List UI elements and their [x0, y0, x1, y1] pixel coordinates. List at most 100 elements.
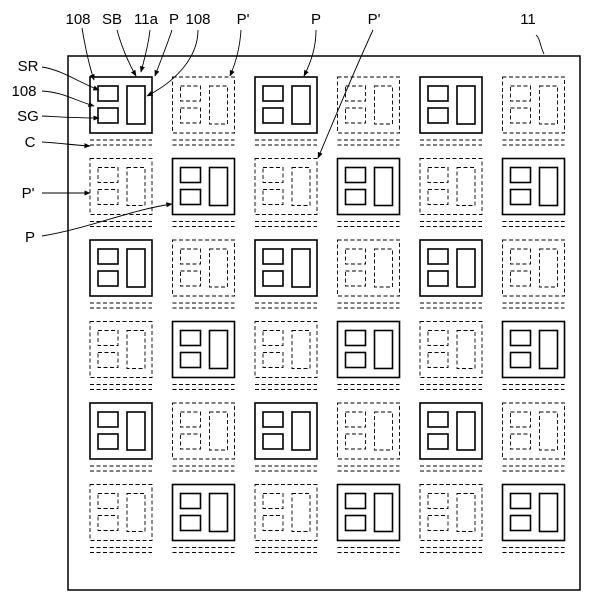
subpixel-sb: [540, 331, 558, 369]
subpixel-sg: [511, 516, 531, 531]
subpixel-sg: [428, 190, 448, 205]
pixel-p-prime: [173, 77, 235, 145]
subpixel-sg: [98, 190, 118, 205]
subpixel-sb: [540, 86, 558, 124]
pixel-p-prime: [503, 403, 565, 471]
pixel-p: [503, 485, 565, 553]
label-sr: SR: [18, 58, 39, 75]
label-108-top-left: 108: [65, 11, 90, 28]
subpixel-sb: [292, 331, 310, 369]
subpixel-sg: [263, 108, 283, 123]
subpixel-sg: [98, 271, 118, 286]
pixel-outline: [90, 322, 152, 378]
leader-p-prime-top-1: [230, 30, 241, 76]
subpixel-sg: [98, 434, 118, 449]
subpixel-sb: [292, 86, 310, 124]
subpixel-sg: [428, 434, 448, 449]
pixel-p-prime: [503, 240, 565, 308]
pixel-p-prime: [338, 77, 400, 145]
pixel-outline: [90, 485, 152, 541]
subpixel-sg: [428, 353, 448, 368]
subpixel-sr: [346, 412, 366, 427]
leader-sb: [117, 30, 136, 76]
subpixel-sb: [375, 168, 393, 206]
pixel-p: [420, 77, 482, 145]
subpixel-sg: [346, 516, 366, 531]
subpixel-sb: [375, 331, 393, 369]
subpixel-sb: [457, 249, 475, 287]
subpixel-sb: [210, 86, 228, 124]
pixel-p: [255, 403, 317, 471]
pixel-outline: [90, 159, 152, 215]
leader-p-top: [155, 30, 172, 76]
pixel-outline: [173, 77, 235, 133]
pixel-outline: [338, 240, 400, 296]
pixel-p-prime: [338, 240, 400, 308]
label-sb: SB: [102, 11, 122, 28]
pixel-outline: [173, 403, 235, 459]
subpixel-sr: [428, 412, 448, 427]
label-11a: 11a: [134, 11, 159, 28]
pixel-p-prime: [420, 485, 482, 553]
pixel-p: [338, 485, 400, 553]
pixel-p: [90, 77, 152, 145]
subpixel-sg: [511, 190, 531, 205]
subpixel-sr: [98, 494, 118, 509]
subpixel-sr: [98, 86, 118, 101]
subpixel-sg: [428, 516, 448, 531]
subpixel-sb: [127, 494, 145, 532]
subpixel-sr: [181, 494, 201, 509]
subpixel-sb: [127, 331, 145, 369]
pixel-p-prime: [90, 485, 152, 553]
subpixel-sr: [511, 168, 531, 183]
subpixel-sr: [428, 168, 448, 183]
pixel-p-prime: [420, 322, 482, 390]
subpixel-sb: [375, 494, 393, 532]
subpixel-sb: [540, 494, 558, 532]
subpixel-sg: [263, 353, 283, 368]
subpixel-sr: [263, 86, 283, 101]
leader-p-top-2: [304, 30, 316, 76]
subpixel-sb: [540, 249, 558, 287]
pixel-p-prime: [503, 77, 565, 145]
pixel-p: [173, 485, 235, 553]
subpixel-sb: [210, 168, 228, 206]
pixel-outline: [255, 322, 317, 378]
pixel-outline: [503, 240, 565, 296]
subpixel-sr: [346, 494, 366, 509]
subpixel-sg: [263, 516, 283, 531]
label-p-prime-left: P': [22, 185, 35, 202]
subpixel-sg: [98, 108, 118, 123]
subpixel-sg: [98, 353, 118, 368]
subpixel-sr: [346, 249, 366, 264]
pixel-p: [420, 240, 482, 308]
label-p-top-2: P: [311, 11, 321, 28]
pixel-p-prime: [173, 403, 235, 471]
label-108-left: 108: [11, 83, 36, 100]
label-c: C: [25, 134, 36, 151]
pixel-p: [338, 322, 400, 390]
subpixel-sg: [181, 108, 201, 123]
subpixel-sg: [346, 271, 366, 286]
subpixel-sg: [511, 271, 531, 286]
subpixel-sg: [181, 434, 201, 449]
subpixel-sr: [98, 249, 118, 264]
subpixel-sr: [263, 494, 283, 509]
subpixel-sg: [181, 353, 201, 368]
subpixel-sr: [181, 412, 201, 427]
subpixel-sr: [346, 331, 366, 346]
subpixel-sg: [511, 108, 531, 123]
subpixel-sb: [375, 249, 393, 287]
label-p-prime-top-1: P': [237, 11, 250, 28]
pixel-p-prime: [255, 485, 317, 553]
label-p-left: P: [25, 229, 35, 246]
subpixel-sb: [127, 86, 145, 124]
pixel-p: [420, 403, 482, 471]
subpixel-sb: [210, 331, 228, 369]
label-p-top: P: [169, 11, 179, 28]
subpixel-sb: [375, 412, 393, 450]
subpixel-sb: [292, 494, 310, 532]
label-p-prime-top-2: P': [368, 11, 381, 28]
subpixel-sg: [181, 190, 201, 205]
subpixel-sr: [181, 168, 201, 183]
